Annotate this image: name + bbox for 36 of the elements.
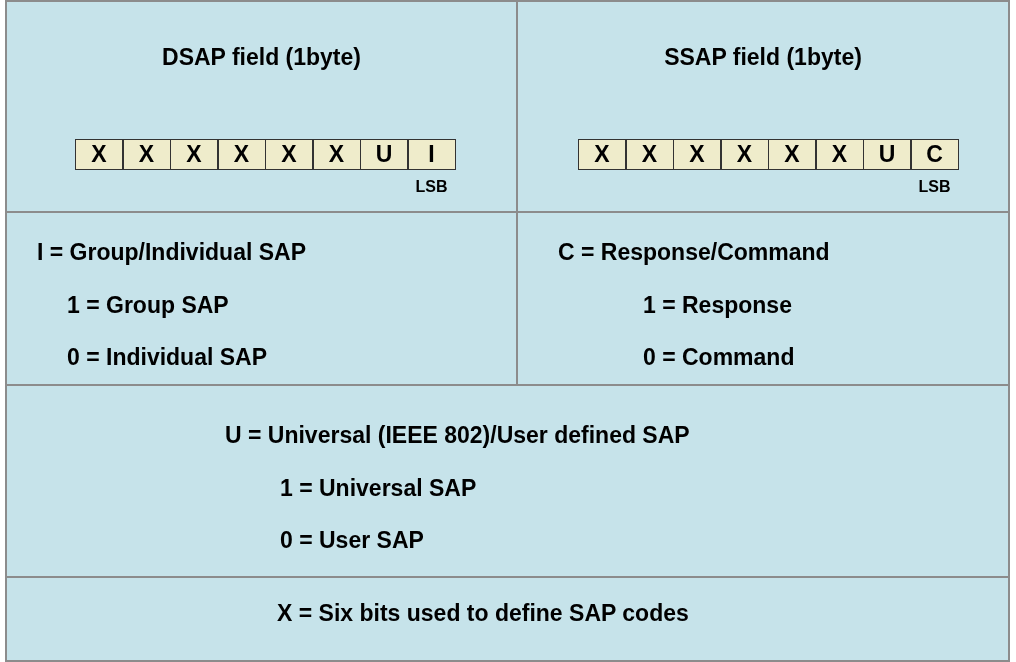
bit-cell: X [625, 139, 674, 170]
bit-cell: U [360, 139, 408, 170]
bit-label: LSB [415, 178, 448, 196]
bit-cell: C [910, 139, 959, 170]
table-panel [5, 384, 1010, 578]
table-panel [516, 0, 1010, 213]
definition-heading: U = Universal (IEEE 802)/User defined SAP [225, 422, 690, 448]
definition-item: 1 = Universal SAP [280, 475, 477, 501]
definition-item: 0 = User SAP [280, 527, 424, 553]
bit-cell: I [407, 139, 456, 170]
table-panel [5, 211, 518, 386]
definition-item: 0 = Command [643, 344, 795, 370]
bit-cell: X [265, 139, 313, 170]
bit-cell: X [815, 139, 864, 170]
bit-cell: X [217, 139, 266, 170]
definition-heading: X = Six bits used to define SAP codes [277, 600, 689, 626]
definition-heading: I = Group/Individual SAP [37, 239, 306, 265]
field-title: SSAP field (1byte) [664, 44, 862, 70]
bit-cell: X [312, 139, 361, 170]
definition-item: 1 = Group SAP [67, 292, 229, 318]
bit-cell: X [720, 139, 769, 170]
table-panel [516, 211, 1010, 386]
bit-cell: X [768, 139, 816, 170]
table-panel [5, 576, 1010, 662]
bit-cell: X [578, 139, 626, 170]
bit-cell: U [863, 139, 911, 170]
bit-cell: X [170, 139, 218, 170]
field-title: DSAP field (1byte) [162, 44, 361, 70]
definition-item: 0 = Individual SAP [67, 344, 268, 370]
bit-cell: X [673, 139, 721, 170]
definition-item: 1 = Response [643, 292, 792, 318]
table-panel [5, 0, 518, 213]
bit-cell: X [122, 139, 171, 170]
bit-label: LSB [918, 178, 951, 196]
definition-heading: C = Response/Command [558, 239, 830, 265]
bit-cell: X [75, 139, 123, 170]
